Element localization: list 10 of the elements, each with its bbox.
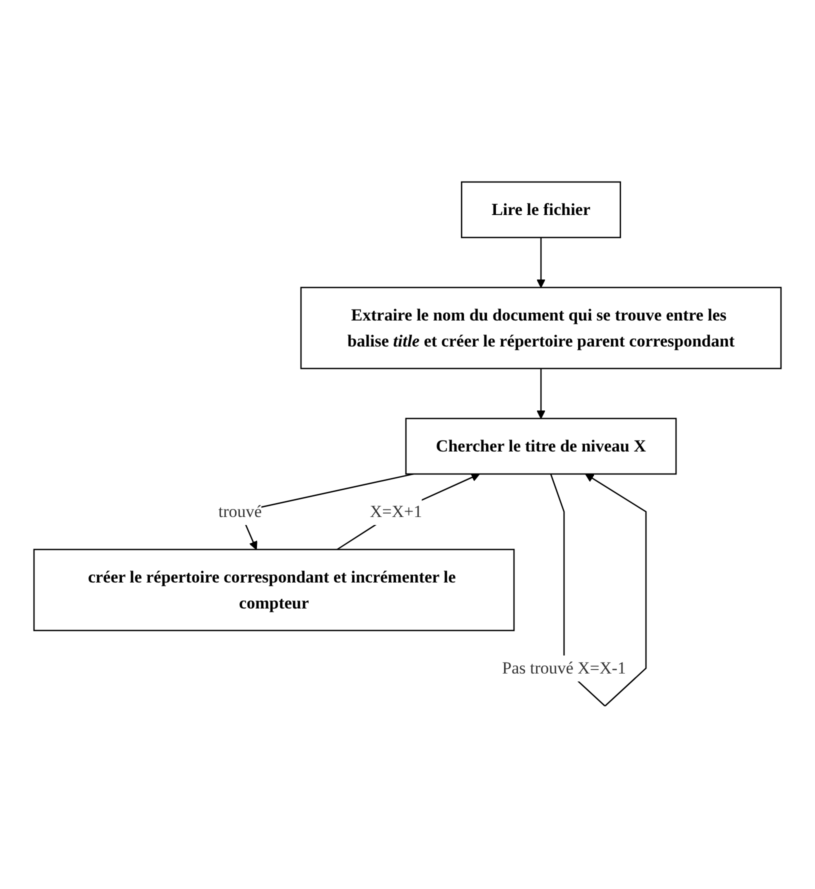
arrow: [336, 474, 480, 550]
edge-label: X=X+1: [370, 502, 422, 522]
node-box: créer le répertoire correspondant et incrémenter le compteur: [33, 549, 515, 632]
arrow: [536, 368, 546, 420]
arrow: [536, 238, 546, 288]
node-box: Extraire le nom du document qui se trouve entre les balise title et créer le répertoire parent correspondant: [300, 287, 782, 370]
edge-label: Pas trouvé X=X-1: [502, 658, 626, 678]
node-box: Lire le fichier: [460, 182, 622, 239]
node-box: Chercher le titre de niveau X: [405, 418, 677, 476]
edge-label: trouvé: [218, 502, 262, 522]
